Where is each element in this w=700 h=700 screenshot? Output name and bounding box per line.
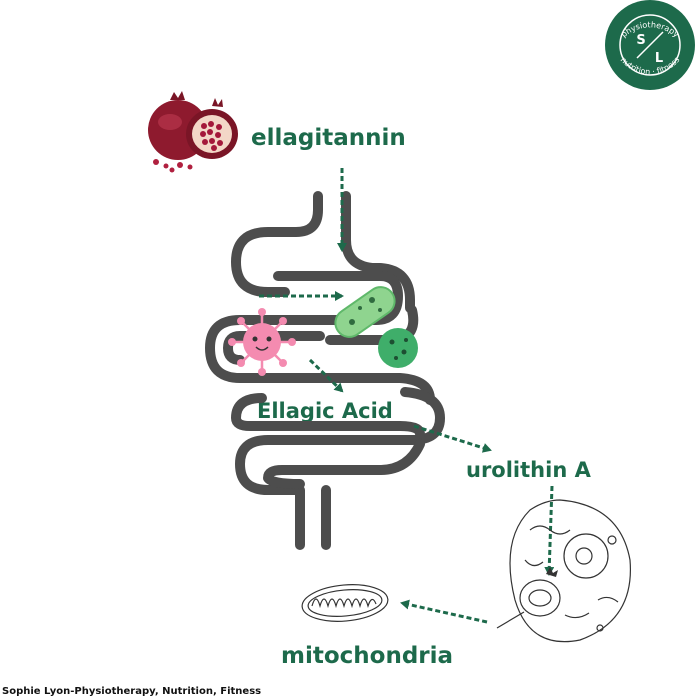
footer-credit: Sophie Lyon-Physiotherapy, Nutrition, Fi… bbox=[2, 686, 262, 697]
virus-icon bbox=[228, 308, 296, 376]
label-mitochondria: mitochondria bbox=[281, 643, 453, 669]
bacteria-icon bbox=[334, 286, 418, 368]
gut-diagram bbox=[205, 191, 445, 550]
arrow-to-mitochondria bbox=[400, 599, 488, 624]
logo-letter-s: S bbox=[636, 33, 645, 48]
label-urolithin-a: urolithin A bbox=[466, 458, 592, 482]
cell-icon bbox=[496, 499, 632, 643]
label-ellagitannin: ellagitannin bbox=[251, 125, 406, 151]
arrow-to-urolithin bbox=[413, 424, 492, 453]
label-ellagic-acid: Ellagic Acid bbox=[257, 399, 393, 423]
brand-logo: S L physiotherapy nutrition · fitness bbox=[605, 0, 695, 90]
logo-letter-l: L bbox=[655, 51, 663, 66]
pomegranate-icon bbox=[148, 91, 238, 173]
mitochondria-icon bbox=[301, 584, 389, 622]
